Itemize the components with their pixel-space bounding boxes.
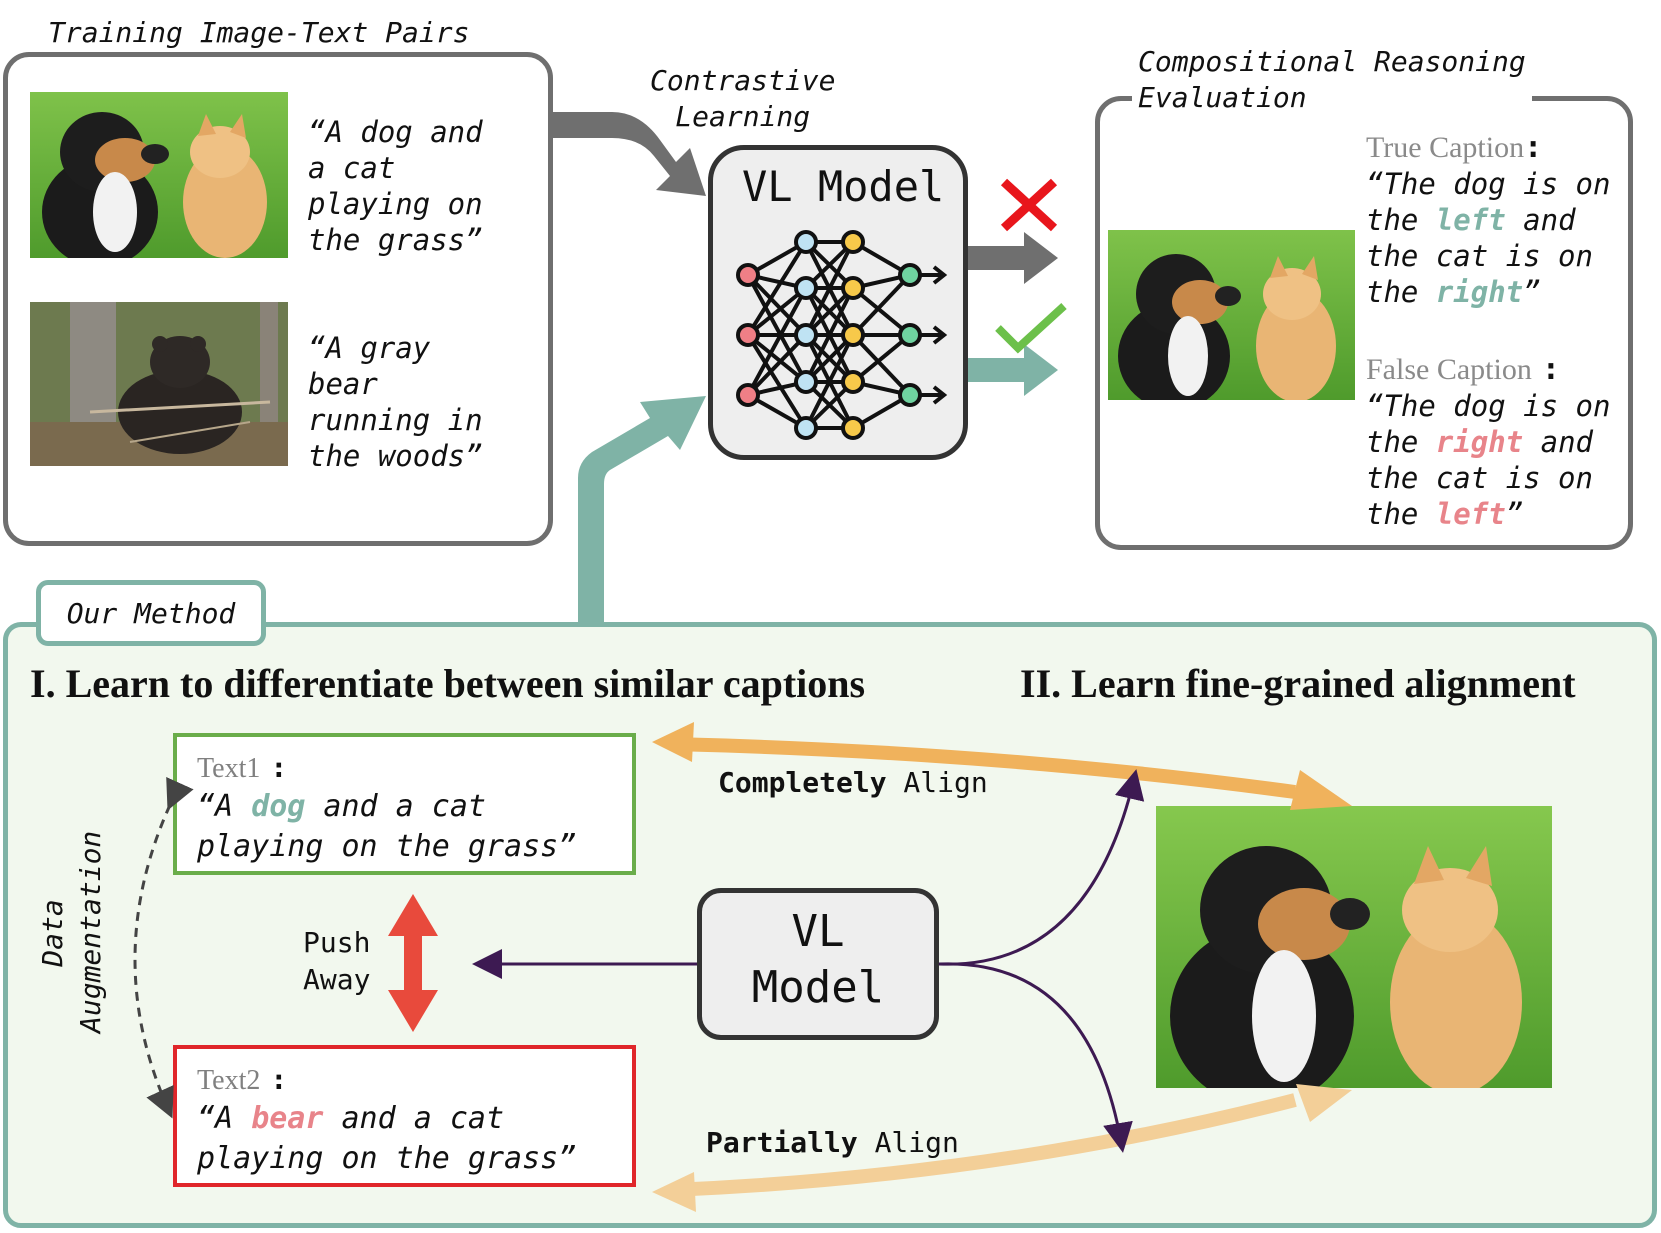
data-augmentation-arc (133, 776, 194, 1119)
false-caption-text: “The dog is on the right and the cat is … (1366, 389, 1611, 531)
true-caption-colon: : (1524, 130, 1543, 165)
partially-align-arrow (671, 1093, 1297, 1197)
text1-word-dog: dog (251, 789, 306, 824)
true-caption-label: True Caption (1366, 131, 1525, 164)
text2-colon: : (270, 1063, 288, 1096)
completely-align-label: Completely Align (718, 766, 988, 799)
method-to-model-arrow (578, 396, 706, 622)
true-word-left: left (1435, 203, 1506, 237)
our-method-tag: Our Method (36, 580, 266, 646)
text2-word-bear: bear (251, 1101, 324, 1136)
false-word-left: left (1435, 497, 1506, 531)
contrastive-arrow (553, 112, 706, 196)
false-caption-colon: : (1541, 352, 1560, 387)
false-caption-label-row: False Caption: (1366, 352, 1560, 387)
text2-label: Text2 (197, 1065, 261, 1096)
caption-dog-cat: “A dog and a cat playing on the grass” (308, 115, 483, 257)
dog-cat-photo-large (1156, 806, 1552, 1088)
false-caption-label: False Caption (1366, 353, 1532, 386)
check-icon (995, 303, 1067, 354)
text2-caption: “A bear and a cat playing on the grass” (197, 1101, 577, 1176)
neural-network-icon (736, 230, 948, 440)
partially-align-label: Partially Align (706, 1126, 959, 1159)
bear-photo (30, 302, 288, 466)
push-away-label: Push Away (303, 926, 371, 996)
caption-bear: “A gray bear running in the woods” (308, 331, 483, 473)
heading-fine-grained: II. Learn fine-grained alignment (1020, 661, 1576, 706)
text2-box: Text2: “A bear and a cat playing on the … (173, 1045, 636, 1187)
true-word-right: right (1435, 275, 1524, 309)
evaluation-title: Compositional Reasoning Evaluation (1132, 44, 1532, 116)
heading-differentiate: I. Learn to differentiate between simila… (30, 661, 866, 706)
method-arrows (133, 722, 1352, 1212)
top-arrows (553, 112, 1058, 622)
false-word-right: right (1435, 425, 1524, 459)
contrastive-learning-label: Contrastive Learning (650, 64, 836, 133)
text1-box: Text1: “A dog and a cat playing on the g… (173, 733, 636, 875)
text1-label: Text1 (197, 753, 261, 784)
completely-align-arrow (671, 737, 1296, 799)
cross-icon (1000, 178, 1058, 232)
dog-cat-photo-eval (1108, 230, 1355, 400)
text1-colon: : (270, 751, 288, 784)
text1-caption: “A dog and a cat playing on the grass” (197, 789, 577, 864)
true-caption-text: “The dog is on the left and the cat is o… (1366, 167, 1611, 309)
vl-model-bottom-title: VL Model (751, 906, 885, 1013)
vl-model-top-title: VL Model (742, 162, 945, 211)
dog-cat-photo-1 (30, 92, 288, 258)
training-title: Training Image-Text Pairs (42, 16, 476, 49)
true-caption-label-row: True Caption: (1366, 130, 1542, 165)
vl-model-bottom-box (697, 888, 939, 1040)
